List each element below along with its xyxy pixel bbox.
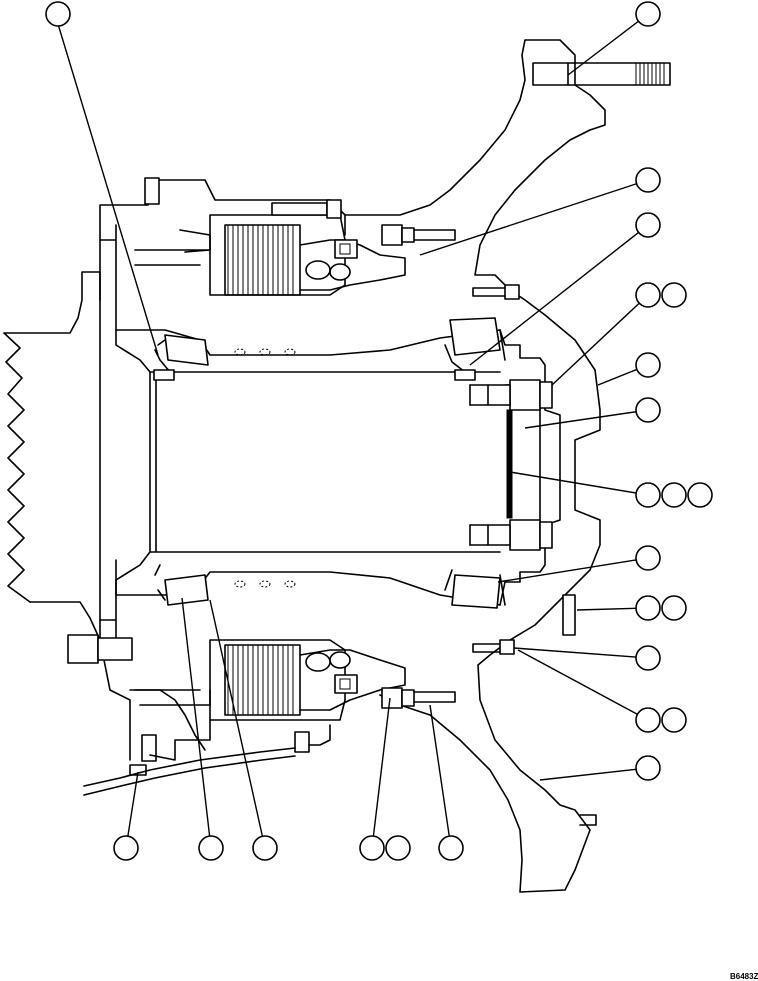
rim-stud-top <box>532 62 671 86</box>
piston-seal-top <box>299 239 406 291</box>
axle-housing-break-line <box>3 332 31 603</box>
spindle-bore-top <box>149 371 501 553</box>
wheel-hub-body <box>344 39 606 893</box>
outer-bearing-bottom <box>444 569 506 609</box>
oil-holes-bottom <box>234 580 296 588</box>
figure-reference-code: B6483Z <box>730 972 758 981</box>
inner-bearing-bottom <box>154 564 209 606</box>
hub-bolts <box>67 177 597 826</box>
axle-housing-outline <box>3 271 101 641</box>
spindle-flange-inner <box>99 224 117 651</box>
callouts <box>45 1 713 861</box>
spindle-end-plate <box>469 379 553 551</box>
brake-disc-pack-top <box>134 214 346 296</box>
spindle-outer-top <box>115 329 501 356</box>
brake-line <box>83 724 331 796</box>
bottom-housing <box>129 689 211 761</box>
oil-holes-top <box>234 348 296 356</box>
hub-inner-cavity <box>499 329 561 606</box>
spindle-shoulder <box>115 329 151 596</box>
piston-seal-bottom <box>299 649 406 711</box>
inner-bearing-top <box>153 334 209 381</box>
outer-bearing-top <box>444 317 506 381</box>
